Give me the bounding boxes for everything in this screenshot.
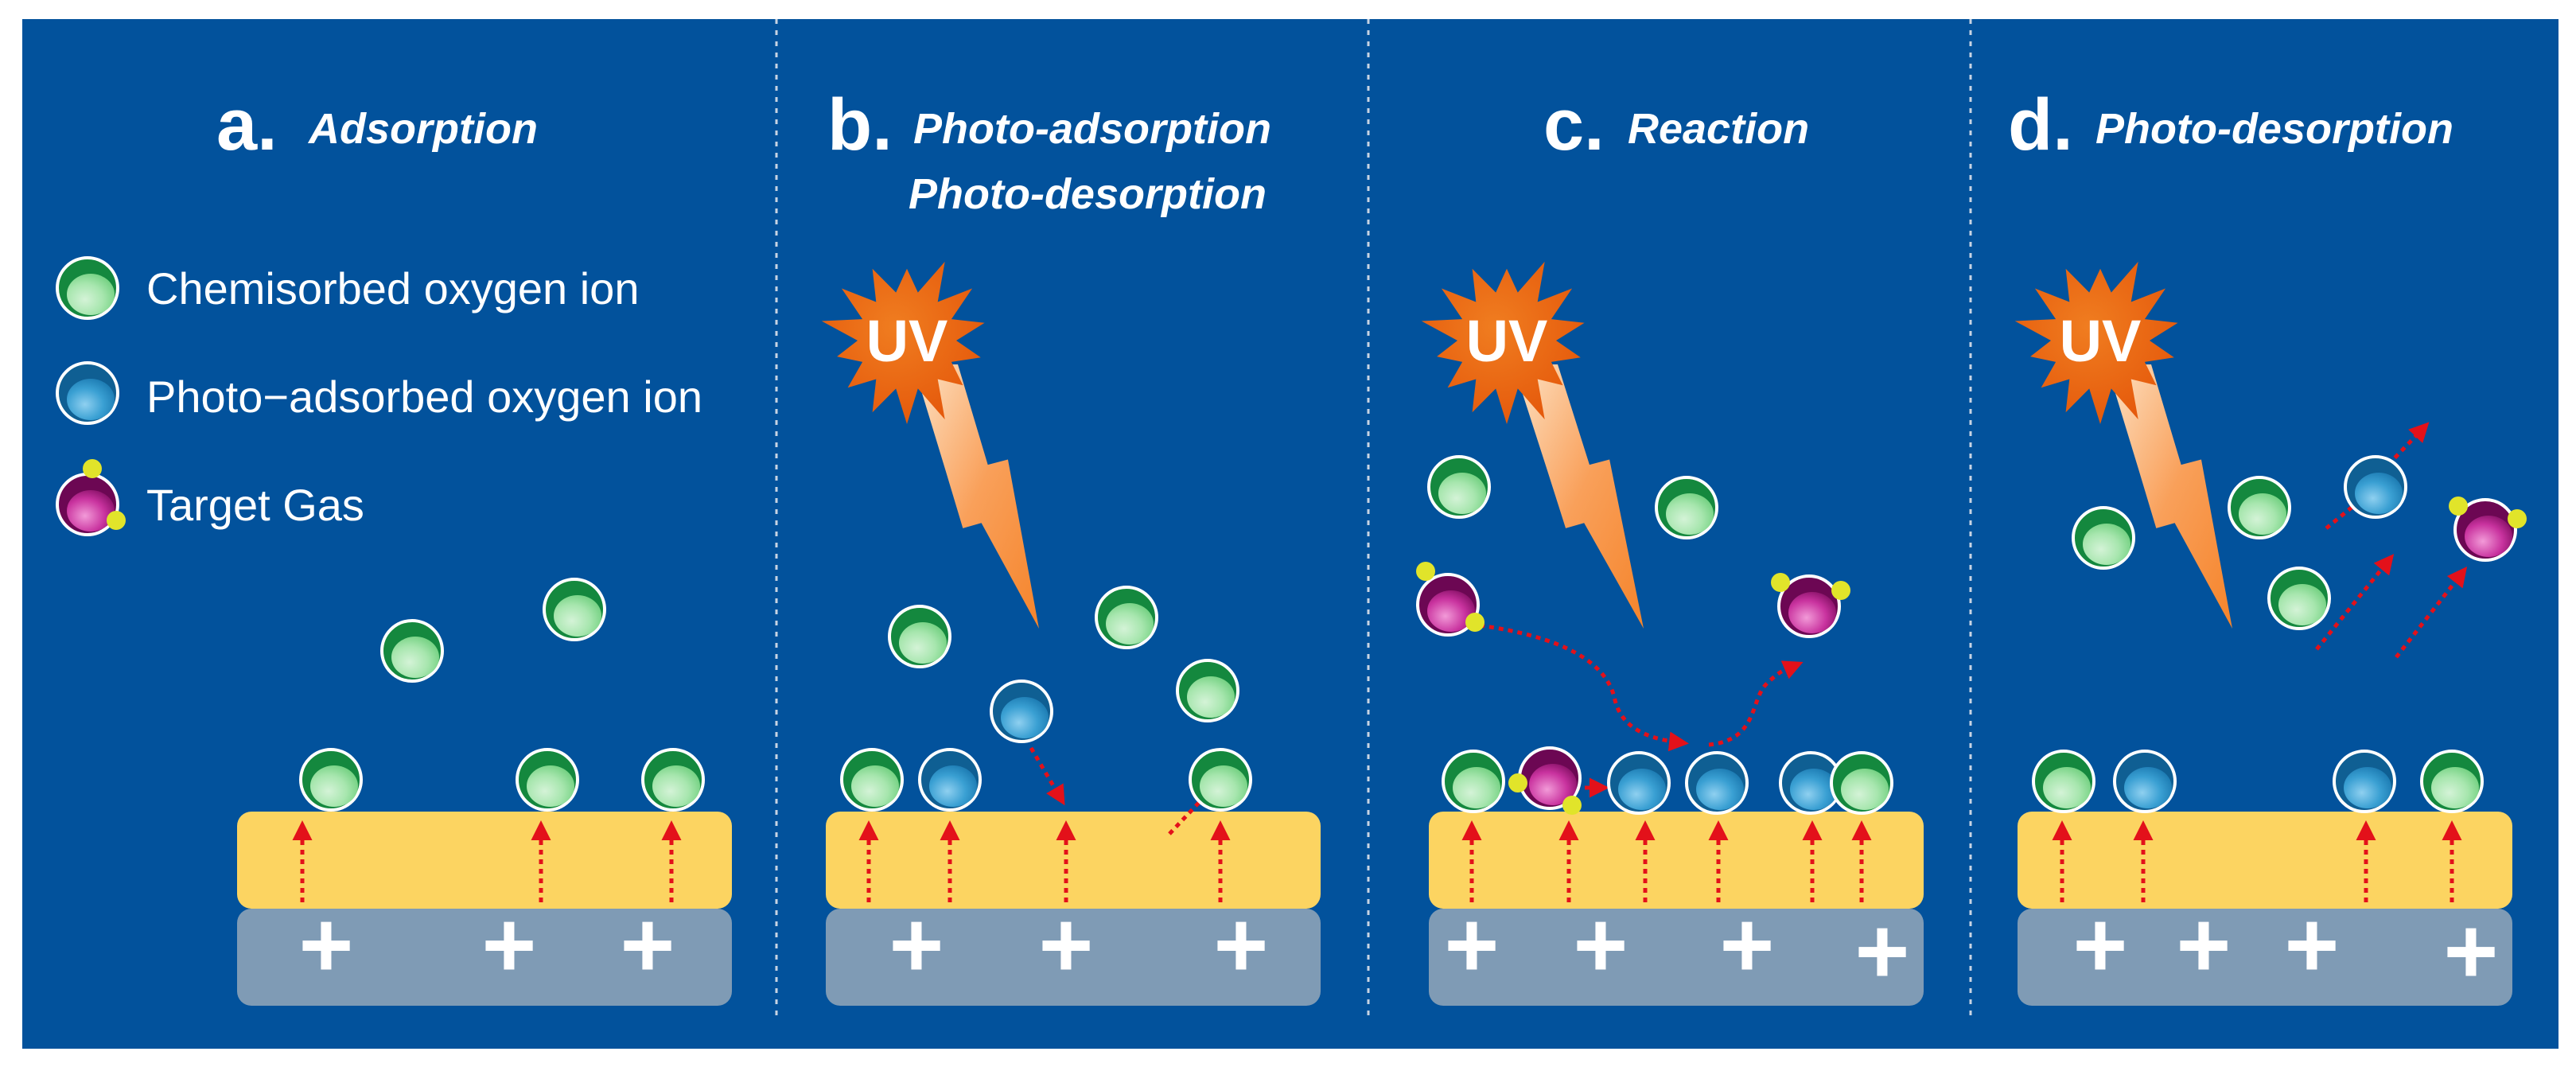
uv-burst-icon xyxy=(1421,261,1585,424)
legend-chemisorbed-label: Chemisorbed oxygen ion xyxy=(146,263,639,313)
legend: Chemisorbed oxygen ion Photo−adsorbed ox… xyxy=(56,256,702,536)
uv-label: UV xyxy=(2060,308,2142,374)
substrate-a xyxy=(237,909,732,1006)
plus-icon: + xyxy=(299,893,354,998)
substrate-b xyxy=(826,909,1321,1006)
legend-target-gas-label: Target Gas xyxy=(146,480,364,530)
photo-adsorbed-oxygen-icon xyxy=(990,680,1053,743)
panel-d-letter: d. xyxy=(2008,84,2073,166)
legend-chemisorbed-icon xyxy=(56,256,119,320)
uv-sources: UV UV UV xyxy=(821,261,2232,629)
target-gas-icon xyxy=(2449,497,2527,562)
chemisorbed-oxygen-icon xyxy=(543,578,606,641)
target-gas-icon xyxy=(1416,562,1485,637)
plus-icon: + xyxy=(621,893,675,998)
chemisorbed-oxygen-icon xyxy=(641,748,705,812)
panel-b-letter: b. xyxy=(827,84,893,166)
plus-icon: + xyxy=(1445,893,1500,998)
lightning-icon xyxy=(2107,364,2232,629)
chemisorbed-oxygen-icon xyxy=(2420,750,2484,813)
arrow-icon xyxy=(1029,746,1065,806)
particles xyxy=(299,455,2527,815)
photo-adsorbed-oxygen-icon xyxy=(1685,751,1749,815)
panel-b-title-line1: Photo-adsorption xyxy=(913,105,1271,153)
chemisorbed-oxygen-icon xyxy=(2267,567,2331,630)
panel-d-title: Photo-desorption xyxy=(2095,105,2453,153)
panel-b-header: b. Photo-adsorption Photo-desorption xyxy=(827,84,1271,218)
positive-charges: + + + + + + + + + + + + + + xyxy=(299,893,2499,1004)
chemisorbed-oxygen-icon xyxy=(299,748,363,812)
sensor-layers xyxy=(237,812,2512,1006)
uv-burst-icon xyxy=(2014,261,2178,424)
plus-icon: + xyxy=(1855,899,1910,1004)
plus-icon: + xyxy=(2073,893,2128,998)
lightning-icon xyxy=(1513,364,1644,629)
chemisorbed-oxygen-icon xyxy=(840,748,904,812)
chemisorbed-oxygen-icon xyxy=(2228,476,2291,539)
uv-burst-icon xyxy=(821,261,985,424)
photo-adsorbed-oxygen-icon xyxy=(2333,750,2396,813)
chemisorbed-oxygen-icon xyxy=(1830,751,1893,815)
chemisorbed-oxygen-icon xyxy=(2032,750,2095,813)
plus-icon: + xyxy=(1574,893,1628,998)
chemisorbed-oxygen-icon xyxy=(2072,506,2135,570)
chemisorbed-oxygen-icon xyxy=(1655,476,1718,539)
plus-icon: + xyxy=(2285,893,2340,998)
photo-adsorbed-oxygen-icon xyxy=(2344,455,2407,519)
target-gas-icon xyxy=(1508,746,1582,815)
plus-icon: + xyxy=(1720,893,1775,998)
uv-label: UV xyxy=(1466,308,1548,374)
chemisorbed-oxygen-icon xyxy=(1189,748,1252,812)
chemisorbed-oxygen-icon xyxy=(1176,659,1239,722)
chemisorbed-oxygen-icon xyxy=(1442,750,1505,813)
target-gas-icon xyxy=(1771,573,1850,638)
panel-c-header: c. Reaction xyxy=(1543,84,1809,166)
sensing-layer-a xyxy=(237,812,732,909)
photo-adsorbed-oxygen-icon xyxy=(1607,751,1671,815)
arrow-icon xyxy=(1708,660,1804,747)
panel-c-title: Reaction xyxy=(1628,105,1809,153)
substrate-c xyxy=(1429,909,1924,1006)
chemisorbed-oxygen-icon xyxy=(888,605,951,668)
panel-a-header: a. Adsorption xyxy=(216,84,538,166)
panel-a-title: Adsorption xyxy=(307,105,538,153)
chemisorbed-oxygen-icon xyxy=(516,748,579,812)
chemisorbed-oxygen-icon xyxy=(1427,455,1491,519)
sensing-layer-c xyxy=(1429,812,1924,909)
plus-icon: + xyxy=(482,893,537,998)
plus-icon: + xyxy=(2444,899,2499,1004)
panel-b-title-line2: Photo-desorption xyxy=(909,170,1267,218)
legend-photo-adsorbed-label: Photo−adsorbed oxygen ion xyxy=(146,372,702,422)
arrow-icon xyxy=(2315,554,2395,651)
substrate-d xyxy=(2018,909,2512,1006)
photo-adsorbed-oxygen-icon xyxy=(918,748,982,812)
chemisorbed-oxygen-icon xyxy=(380,619,444,683)
photo-adsorbed-oxygen-icon xyxy=(1779,751,1843,815)
plus-icon: + xyxy=(889,893,944,998)
panel-d-header: d. Photo-desorption xyxy=(2008,84,2453,166)
plus-icon: + xyxy=(2177,893,2232,998)
panel-c-letter: c. xyxy=(1543,84,1605,166)
uv-label: UV xyxy=(866,308,948,374)
legend-target-gas-icon xyxy=(56,459,126,536)
plus-icon: + xyxy=(1214,893,1269,998)
panel-a-letter: a. xyxy=(216,84,278,166)
photo-adsorbed-oxygen-icon xyxy=(2113,750,2177,813)
arrow-icon xyxy=(1479,623,1689,752)
chemisorbed-oxygen-icon xyxy=(1095,586,1158,649)
electron-arrows xyxy=(292,422,2468,902)
lightning-icon xyxy=(913,364,1039,629)
legend-photo-adsorbed-icon xyxy=(56,361,119,425)
plus-icon: + xyxy=(1039,893,1094,998)
